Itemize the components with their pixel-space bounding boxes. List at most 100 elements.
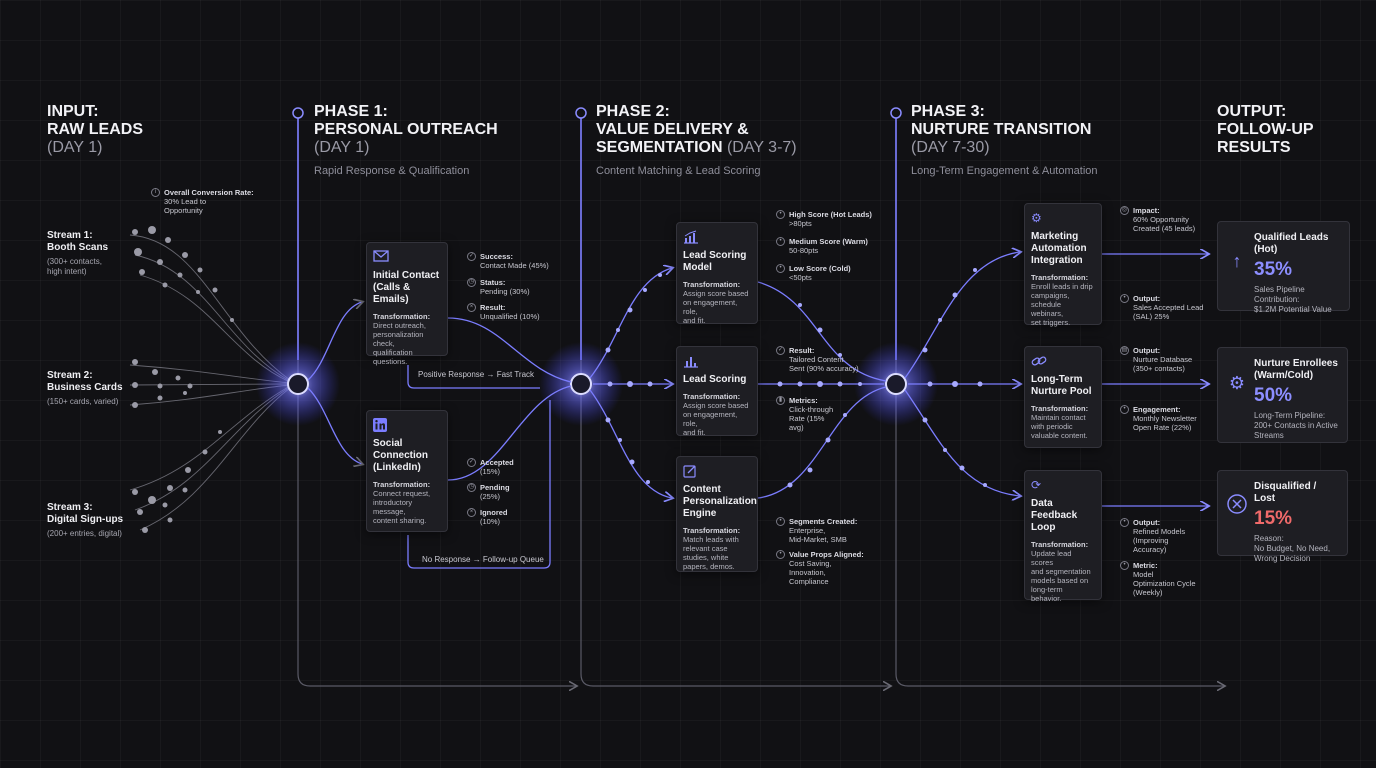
card-transformation-label: Transformation: bbox=[1031, 273, 1089, 282]
note-value: (10%) bbox=[480, 517, 501, 526]
header-phase1-line2: PERSONAL OUTREACH bbox=[314, 121, 498, 138]
note-value2: (SAL) 25% bbox=[1133, 312, 1170, 321]
output-desc: Long-Term Pipeline: bbox=[1254, 411, 1326, 420]
note-low-score: • Low Score (Cold) <50pts bbox=[776, 264, 851, 282]
output-desc: Reason: bbox=[1254, 534, 1284, 543]
phase-rail-3 bbox=[895, 118, 1224, 686]
card-title: Lead Scoring bbox=[683, 374, 747, 385]
stream-2: Stream 2: Business Cards (150+ cards, va… bbox=[47, 370, 123, 407]
note-value-props: • Value Props Aligned: Cost Saving, Inno… bbox=[776, 550, 864, 586]
note-value: Cost Saving, bbox=[789, 559, 832, 568]
header-output-line3: RESULTS bbox=[1217, 139, 1291, 156]
card-title: Lead Scoring bbox=[683, 250, 747, 261]
card-title3: Integration bbox=[1031, 255, 1083, 266]
card-text: with periodic bbox=[1031, 422, 1073, 431]
output-disqualified[interactable]: Disqualified / Lost 15% Reason: No Budge… bbox=[1217, 470, 1348, 563]
card-social-connection[interactable]: Social Connection (LinkedIn) Transformat… bbox=[366, 410, 448, 532]
note-refined-models: • Output: Refined Models (Improving Accu… bbox=[1120, 518, 1185, 554]
no-response-label: No Response → Follow-up Queue bbox=[422, 555, 544, 564]
card-title2: Personalization bbox=[683, 496, 757, 507]
hub-1 bbox=[287, 373, 309, 395]
note-key: Pending bbox=[480, 483, 510, 492]
phase2-dots bbox=[605, 273, 862, 488]
note-accepted: ✓ Accepted (15%) bbox=[467, 458, 514, 476]
chart-icon: ▮ bbox=[776, 396, 785, 405]
card-initial-contact[interactable]: Initial Contact (Calls & Emails) Transfo… bbox=[366, 242, 448, 366]
header-phase3-line2: NURTURE TRANSITION bbox=[911, 121, 1092, 138]
note-value: (15%) bbox=[480, 467, 501, 476]
card-lead-scoring-model[interactable]: Lead Scoring Model Transformation: Assig… bbox=[676, 222, 758, 325]
card-text: check, bbox=[373, 339, 395, 348]
note-value: 60% Opportunity bbox=[1133, 215, 1189, 224]
stream-desc: (200+ entries, digital) bbox=[47, 529, 122, 538]
x-icon: × bbox=[467, 303, 476, 312]
header-output-line1: OUTPUT: bbox=[1217, 103, 1287, 120]
card-title: Content bbox=[683, 484, 721, 495]
note-value2: Mid-Market, SMB bbox=[789, 535, 847, 544]
dot-icon: • bbox=[776, 264, 785, 273]
card-transformation-label: Transformation: bbox=[1031, 404, 1089, 413]
note-value: (25%) bbox=[480, 492, 501, 501]
x-icon: × bbox=[467, 508, 476, 517]
dot-icon: • bbox=[1120, 405, 1129, 414]
link-icon bbox=[1031, 354, 1047, 368]
card-text: Maintain contact bbox=[1031, 413, 1086, 422]
info-icon: i bbox=[151, 188, 160, 197]
note-key: High Score (Hot Leads) bbox=[789, 210, 872, 219]
output-nurture-enrollees[interactable]: ⚙ Nurture Enrollees (Warm/Cold) 50% Long… bbox=[1217, 347, 1348, 443]
note-value: Tailored Content bbox=[789, 355, 844, 364]
note-key: Ignored bbox=[480, 508, 508, 517]
note-success: ✓ Success: Contact Made (45%) bbox=[467, 252, 549, 270]
card-content-engine[interactable]: Content Personalization Engine Transform… bbox=[676, 456, 758, 572]
note-status: ◷ Status: Pending (30%) bbox=[467, 278, 530, 296]
card-text: Match leads with bbox=[683, 535, 739, 544]
clock-icon: ◷ bbox=[467, 278, 476, 287]
card-text: and segmentation bbox=[1031, 567, 1091, 576]
note-value3: Accuracy) bbox=[1133, 545, 1167, 554]
card-nurture-pool[interactable]: Long-Term Nurture Pool Transformation: M… bbox=[1024, 346, 1102, 448]
card-transformation-label: Transformation: bbox=[683, 280, 741, 289]
output-desc3: Streams bbox=[1254, 431, 1284, 440]
note-nurture-db: ▤ Output: Nurture Database (350+ contact… bbox=[1120, 346, 1192, 373]
card-text: personalization bbox=[373, 330, 424, 339]
card-text: valuable content. bbox=[1031, 431, 1088, 440]
card-text: Update lead scores bbox=[1031, 549, 1072, 567]
output-qualified-leads[interactable]: ↑ Qualified Leads (Hot) 35% Sales Pipeli… bbox=[1217, 221, 1350, 314]
dot-icon: • bbox=[776, 550, 785, 559]
card-text: Assign score based bbox=[683, 401, 749, 410]
hub-3 bbox=[885, 373, 907, 395]
note-key: Success: bbox=[480, 252, 513, 261]
phase-node-top-2 bbox=[575, 107, 587, 119]
card-marketing-automation[interactable]: ⚙ Marketing Automation Integration Trans… bbox=[1024, 203, 1102, 327]
card-data-feedback-loop[interactable]: ⟳ Data Feedback Loop Transformation: Upd… bbox=[1024, 470, 1102, 603]
card-lead-scoring[interactable]: Lead Scoring Transformation: Assign scor… bbox=[676, 346, 758, 437]
linkedin-icon bbox=[373, 418, 389, 432]
header-input: INPUT: RAW LEADS (Day 1) bbox=[47, 103, 143, 157]
note-pending: ◷ Pending (25%) bbox=[467, 483, 510, 501]
refresh-icon: ⟳ bbox=[1031, 478, 1042, 492]
note-key: Status: bbox=[480, 278, 506, 287]
card-transformation-label: Transformation: bbox=[373, 480, 431, 489]
mail-icon bbox=[373, 250, 389, 264]
note-result: × Result: Unqualified (10%) bbox=[467, 303, 540, 321]
note-key: Value Props Aligned: bbox=[789, 550, 864, 559]
phase-node-top-3 bbox=[890, 107, 902, 119]
stream-name: Booth Scans bbox=[47, 242, 109, 253]
card-text: and fit. bbox=[683, 428, 706, 437]
note-value2: Innovation, bbox=[789, 568, 826, 577]
output-percent: 50% bbox=[1254, 385, 1293, 406]
phase1-flows bbox=[307, 302, 572, 569]
dot-icon: • bbox=[1120, 294, 1129, 303]
bar-chart-icon bbox=[683, 354, 699, 368]
note-impact: ◎ Impact: 60% Opportunity Created (45 le… bbox=[1120, 206, 1195, 233]
phase3-flows bbox=[904, 252, 1208, 506]
header-phase1-sub: Rapid Response & Qualification bbox=[314, 165, 470, 177]
header-phase3-sub: Long-Term Engagement & Automation bbox=[911, 165, 1098, 177]
note-value2: (350+ contacts) bbox=[1133, 364, 1185, 373]
note-key: Metric: bbox=[1133, 561, 1158, 570]
output-title: Qualified Leads bbox=[1254, 232, 1329, 243]
chart-icon bbox=[683, 230, 699, 244]
card-title2: Nurture Pool bbox=[1031, 386, 1092, 397]
note-engagement: • Engagement: Monthly Newsletter Open Ra… bbox=[1120, 405, 1197, 432]
